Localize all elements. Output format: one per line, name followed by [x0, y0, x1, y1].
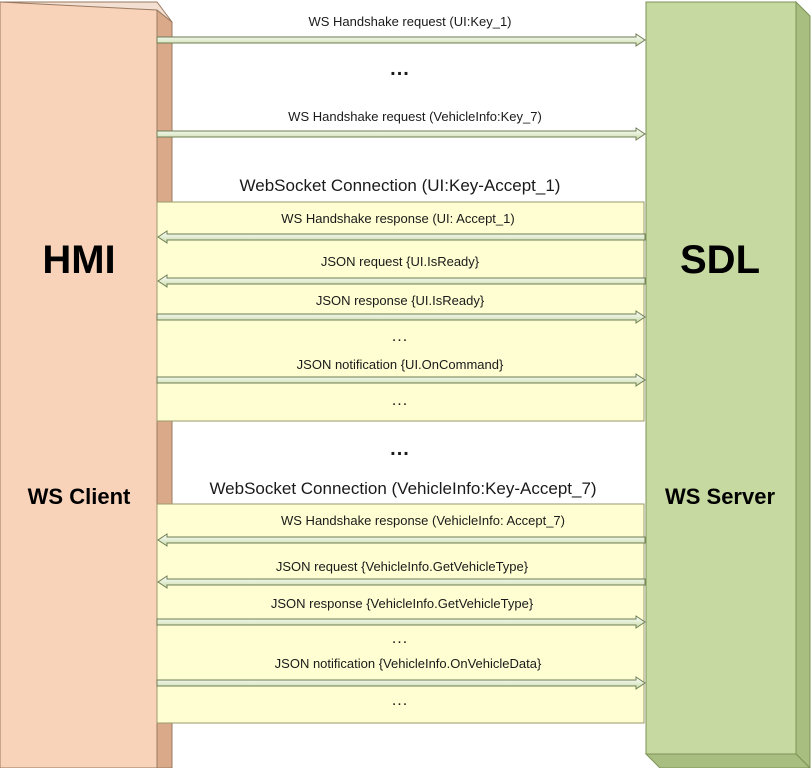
message-label: JSON response {VehicleInfo.GetVehicleTyp…	[270, 596, 534, 611]
message-ellipsis: ...	[391, 630, 409, 647]
message-label: JSON request {UI.IsReady}	[320, 254, 480, 269]
arrow-to-server	[156, 615, 646, 629]
connection-title-2: WebSocket Connection (VehicleInfo:Key-Ac…	[209, 479, 597, 498]
message-label: WS Handshake response (UI: Accept_1)	[281, 211, 515, 226]
message-label: JSON notification {VehicleInfo.OnVehicle…	[274, 656, 542, 671]
hmi-title: HMI	[42, 238, 116, 282]
message-ellipsis: ...	[391, 328, 409, 345]
message-arrows	[156, 33, 646, 690]
message-ellipsis: ...	[391, 692, 409, 709]
handshake-label-2: WS Handshake request (VehicleInfo:Key_7)	[288, 109, 542, 124]
hmi-box	[0, 1, 158, 768]
connection-title-1: WebSocket Connection (UI:Key-Accept_1)	[239, 176, 561, 195]
arrow-to-server	[156, 676, 646, 690]
handshake-ellipsis: ...	[390, 58, 410, 80]
arrow-to-client	[157, 274, 646, 288]
arrow-to-server	[156, 310, 646, 324]
sdl-box	[645, 1, 797, 755]
handshake-label-1: WS Handshake request (UI:Key_1)	[308, 14, 512, 29]
sdl-title: SDL	[680, 238, 760, 282]
sdl-subtitle: WS Server	[664, 484, 776, 509]
arrow-to-server	[156, 127, 646, 141]
arrow-to-client	[157, 230, 646, 244]
arrow-to-client	[157, 575, 646, 589]
between-connections-ellipsis: ...	[390, 438, 410, 460]
message-ellipsis: ...	[391, 392, 409, 409]
message-label: WS Handshake response (VehicleInfo: Acce…	[281, 513, 565, 528]
message-label: JSON response {UI.IsReady}	[315, 293, 485, 308]
message-label: JSON notification {UI.OnCommand}	[296, 357, 504, 372]
sdl-lifeline	[644, 0, 811, 768]
hmi-subtitle: WS Client	[27, 484, 131, 509]
arrow-to-server	[156, 373, 646, 387]
arrow-to-client	[157, 533, 646, 547]
arrow-to-server	[156, 33, 646, 47]
hmi-lifeline	[0, 1, 173, 768]
message-label: JSON request {VehicleInfo.GetVehicleType…	[275, 559, 529, 574]
